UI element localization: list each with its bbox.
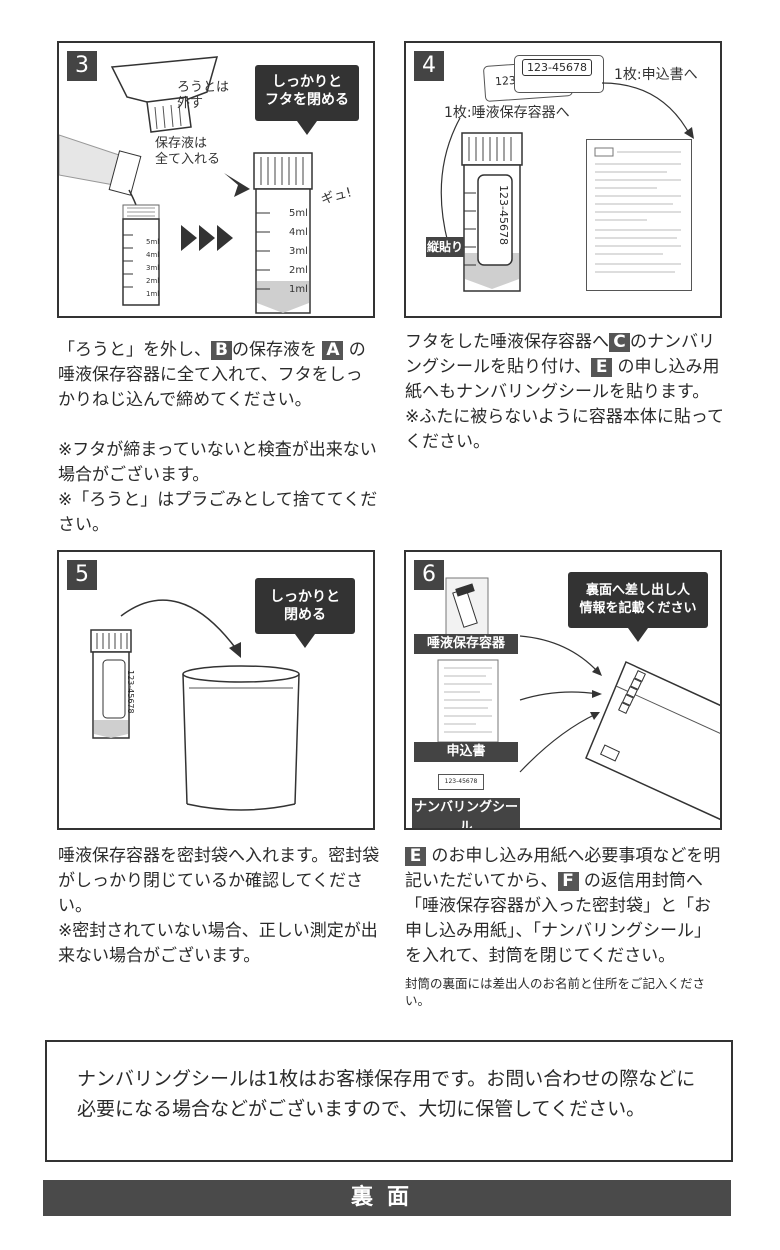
text-segment: フタをした唾液保存容器へ — [405, 332, 609, 352]
step5-number: 5 — [67, 560, 97, 590]
step5-line-1: 唾液保存容器を密封袋へ入れます。密封袋がしっかり閉じているか確認してください。 — [58, 844, 380, 919]
step3-bubble: しっかりと フタを閉める — [255, 65, 359, 135]
step4-panel: 4 123 123-45678 1枚:申込書へ 1枚:唾液保存容器へ 123-4… — [404, 41, 722, 318]
text-segment: の保存液を — [232, 340, 323, 360]
step6-number: 6 — [414, 560, 444, 590]
application-form-icon — [437, 659, 499, 743]
small-container-icon — [122, 204, 160, 306]
scale-4ml: 4ml — [146, 251, 160, 259]
solution-label: 保存液は 全て入れる — [155, 136, 221, 167]
step5-text: 唾液保存容器を密封袋へ入れます。密封袋がしっかり閉じているか確認してください。 … — [58, 844, 380, 969]
step3-line-2: ※フタが締まっていないと検査が出来ない場合がございます。 — [58, 438, 378, 488]
step5-panel: 5 しっかりと 閉める 123-45678 — [57, 550, 375, 830]
step5-line-2: ※密封されていない場合、正しい測定が出来ない場合がございます。 — [58, 919, 380, 969]
big-scale-2ml: 2ml — [289, 265, 308, 276]
squeeze-label: ギュ! — [319, 185, 354, 208]
text-segment: 唾液保存容器を密封袋へ入れます。密封袋がしっかり閉じているか確認してください。 — [58, 846, 380, 916]
step6-text: E のお申し込み用紙へ必要事項などを明記いただいてから、F の返信用封筒へ「唾液… — [405, 844, 725, 1009]
big-scale-4ml: 4ml — [289, 227, 308, 238]
item-application-form: 申込書 — [414, 742, 518, 762]
storage-notice-text: ナンバリングシールは1枚はお客様保存用です。お問い合わせの際などに必要になる場合… — [77, 1068, 696, 1120]
triple-arrow-icon — [181, 225, 233, 251]
sealed-bag-icon — [182, 665, 300, 811]
text-segment: ※「ろうと」はプラごみとして捨ててください。 — [58, 490, 378, 535]
step4-number: 4 — [414, 51, 444, 81]
vertical-label-code: 123-45678 — [497, 185, 510, 245]
step4-line-2: ※ふたに被らないように容器本体に貼ってください。 — [405, 405, 727, 455]
form-document — [586, 139, 692, 291]
to-form-arrow — [601, 82, 694, 139]
impact-arrow-icon — [224, 173, 250, 197]
funnel-label: ろうとは 外す — [177, 80, 230, 111]
item-numbering-sticker: ナンバリングシール — [412, 798, 520, 828]
big-scale-3ml: 3ml — [289, 246, 308, 257]
step5-bubble: しっかりと 閉める — [255, 578, 355, 648]
scale-1ml: 1ml — [146, 290, 160, 298]
step6-line-1: E のお申し込み用紙へ必要事項などを明記いただいてから、F の返信用封筒へ「唾液… — [405, 844, 725, 969]
vertical-tag: 縦貼り — [426, 237, 464, 257]
text-segment: の申し込み用紙へもナンバリングシールを貼ります。 — [405, 357, 720, 402]
funnel-icon — [110, 56, 219, 133]
text-segment: ※ふたに被らないように容器本体に貼ってください。 — [405, 407, 725, 452]
sticker-code: 123-45678 — [444, 778, 478, 785]
letter-tag-C: C — [609, 333, 630, 352]
text-segment: のお申し込み用紙へ必要事項などを明記いただいてから、 — [405, 846, 721, 891]
text-segment: の唾液保存容器に全て入れて、フタをしっかりねじ込んで締めてください。 — [58, 340, 366, 410]
solution-tube-icon — [59, 134, 142, 216]
bag-arrow — [120, 599, 241, 658]
step3-line-3: ※「ろうと」はプラごみとして捨ててください。 — [58, 488, 378, 538]
scale-5ml: 5ml — [146, 238, 160, 246]
letter-tag-B: B — [211, 341, 232, 360]
big-scale-5ml: 5ml — [289, 208, 308, 219]
numbering-sticker-icon: 123-45678 — [438, 774, 484, 790]
big-scale: 5ml 4ml 3ml 2ml 1ml — [289, 204, 308, 299]
small-scale: 5ml 4ml 3ml 2ml 1ml — [146, 236, 159, 301]
step6-panel: 6 裏面へ差し出し人 情報を記載ください 唾液保存容器 申込書 123-4567… — [404, 550, 722, 830]
sealed-container-icon — [90, 629, 132, 739]
envelope-icon — [585, 660, 720, 821]
letter-tag-E: E — [591, 358, 613, 377]
scale-2ml: 2ml — [146, 277, 160, 285]
step6-bubble: 裏面へ差し出し人 情報を記載ください — [568, 572, 708, 642]
text-segment: ※フタが締まっていないと検査が出来ない場合がございます。 — [58, 440, 377, 485]
bag-container-code: 123-45678 — [126, 670, 135, 714]
letter-tag-E: E — [405, 847, 426, 866]
item-saliva-container: 唾液保存容器 — [414, 634, 518, 654]
big-scale-1ml: 1ml — [289, 284, 308, 295]
back-side-footer: 裏面 — [43, 1180, 731, 1216]
label-code: 123-45678 — [522, 59, 592, 76]
text-segment: の返信用封筒へ「唾液保存容器が入った密封袋」と「お申し込み用紙」、「ナンバリング… — [405, 871, 711, 966]
item-arrows — [519, 635, 602, 773]
to-container-label: 1枚:唾液保存容器へ — [444, 105, 570, 121]
step6-small-note: 封筒の裏面には差出人のお名前と住所をご記入ください。 — [405, 976, 706, 1008]
letter-tag-A: A — [322, 341, 344, 360]
label-card-front: 123-45678 — [514, 55, 604, 93]
letter-tag-F: F — [557, 872, 579, 891]
saliva-container-bag-icon — [445, 577, 489, 639]
to-form-label: 1枚:申込書へ — [614, 67, 698, 83]
storage-notice-box: ナンバリングシールは1枚はお客様保存用です。お問い合わせの際などに必要になる場合… — [45, 1040, 733, 1162]
step3-panel: 3 ろうとは 外す しっかりと フタを閉める 保存液は 全て入れる 5ml 4m… — [57, 41, 375, 318]
labeled-container-icon — [461, 132, 523, 292]
step3-number: 3 — [67, 51, 97, 81]
big-container-icon — [253, 152, 313, 314]
scale-3ml: 3ml — [146, 264, 160, 272]
text-segment: のナンバリングシールを貼り付け、 — [405, 332, 715, 377]
text-segment: ※密封されていない場合、正しい測定が出来ない場合がございます。 — [58, 921, 378, 966]
text-segment: 「ろうと」を外し、 — [58, 340, 211, 360]
